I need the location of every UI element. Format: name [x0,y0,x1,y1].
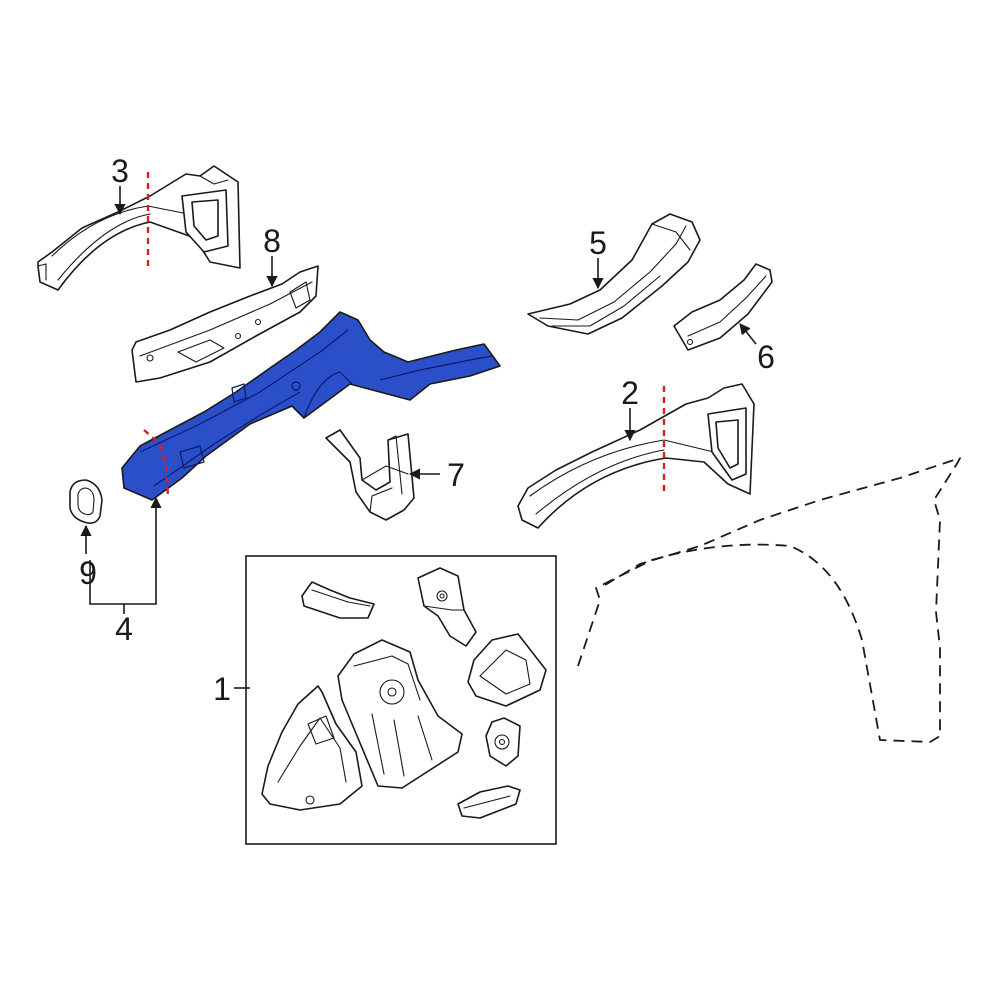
callout-9: 9 [79,555,97,591]
cut-line-part-4 [143,429,170,497]
leader-4-bracket [89,496,162,605]
callout-3: 3 [111,153,129,189]
callout-5: 5 [589,225,607,261]
callout-2: 2 [621,375,639,411]
callout-7: 7 [447,457,465,493]
part-7-bracket[interactable] [325,429,415,521]
part-5-upper-rail[interactable] [527,213,701,335]
callout-6: 6 [757,339,775,375]
leader-6 [739,323,757,345]
part-4-frame-rail-highlighted[interactable] [121,311,501,501]
inset-part-1-group[interactable] [245,555,557,845]
part-8-reinforcement[interactable] [131,265,319,383]
part-2-apron-right[interactable] [517,383,755,529]
part-3-apron-left[interactable] [37,165,241,291]
callout-4: 4 [115,611,133,647]
fender-outline-dashed [577,457,961,743]
part-6-small-bracket[interactable] [673,263,773,351]
part-9-grommet[interactable] [69,479,103,524]
callout-1: 1 [213,671,231,707]
callout-8: 8 [263,223,281,259]
